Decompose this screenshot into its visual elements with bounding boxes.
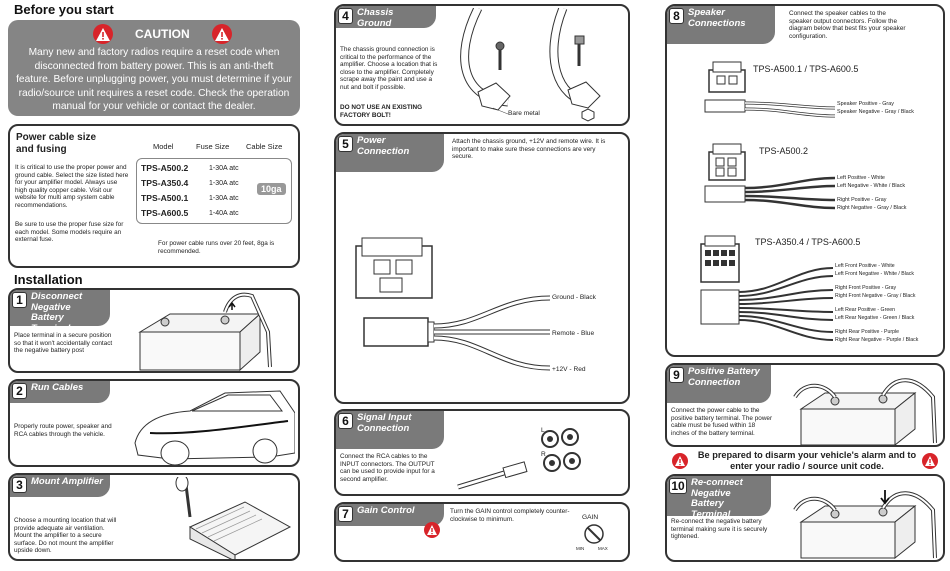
- long-run-note: For power cable runs over 20 feet, 8ga i…: [158, 240, 275, 255]
- rca-label-r: R: [541, 451, 546, 458]
- step-10-text: Re-connect the negative battery terminal…: [671, 518, 768, 541]
- speaker-connector-2: [704, 143, 836, 210]
- wire-label-remote: Remote - Blue: [552, 330, 595, 337]
- gain-min-label: MIN: [576, 546, 585, 551]
- battery-positive-illustration: [793, 378, 937, 445]
- cable-size-badge: 10ga: [257, 183, 286, 195]
- installation-heading: Installation: [14, 272, 83, 287]
- alarm-warning-text: Be prepared to disarm your vehicle's ala…: [697, 450, 917, 471]
- col-fuse-header: Fuse Size: [196, 142, 230, 151]
- car-illustration: [134, 390, 295, 465]
- speaker-wire-label: Left Front Negative - White / Black: [835, 271, 914, 277]
- speaker-wire-label: Right Negative - Gray / Black: [837, 205, 907, 211]
- col-cable-header: Cable Size: [246, 142, 283, 151]
- chassis-ground-illustration: [460, 8, 601, 122]
- speaker-wire-label: Left Rear Negative - Green / Black: [835, 315, 915, 321]
- wire-label-ground: Ground - Black: [552, 294, 596, 301]
- battery-illustration: [138, 292, 272, 371]
- warning-icon: [672, 453, 688, 469]
- alarm-warning: Be prepared to disarm your vehicle's ala…: [668, 450, 946, 472]
- rca-label-l: L: [541, 427, 545, 434]
- before-you-start-heading: Before you start: [14, 2, 114, 17]
- speaker-wire-label: Right Rear Positive - Purple: [835, 329, 900, 335]
- col-model-header: Model: [153, 142, 174, 151]
- speaker-wire-label: Right Rear Negative - Purple / Black: [835, 337, 919, 343]
- speaker-wire-label: Left Negative - White / Black: [837, 183, 906, 189]
- speaker-model-2: TPS-A500.2: [759, 146, 809, 156]
- fuse-note: Be sure to use the proper fuse size for …: [15, 221, 124, 244]
- power-cable-intro: It is critical to use the proper power a…: [15, 164, 129, 209]
- rca-illustration: [457, 428, 581, 490]
- gain-knob-icon: [584, 524, 604, 544]
- caution-text: Many new and factory radios require a re…: [16, 47, 292, 112]
- speaker-wire-label: Right Front Negative - Gray / Black: [835, 293, 916, 299]
- warning-icon: [922, 453, 938, 469]
- step-8-text: Connect the speaker cables to the speake…: [789, 10, 906, 40]
- speaker-model-1: TPS-A500.1 / TPS-A600.5: [753, 64, 859, 74]
- gain-max-label: MAX: [598, 546, 608, 551]
- warning-icon: [424, 522, 440, 538]
- step-9-text: Connect the power cable to the positive …: [671, 407, 773, 437]
- speaker-connector-1: [704, 61, 836, 118]
- caution-box: CAUTION Many new and factory radios requ…: [8, 20, 300, 116]
- speaker-wire-label: Left Positive - White: [837, 175, 885, 181]
- battery-reconnect-illustration: [793, 490, 937, 560]
- step-7-text: Turn the GAIN control completely counter…: [450, 508, 570, 523]
- speaker-wire-label: Left Front Positive - White: [835, 263, 895, 269]
- speaker-model-3: TPS-A350.4 / TPS-A600.5: [755, 237, 861, 247]
- step-2-text: Properly route power, speaker and RCA ca…: [14, 423, 112, 438]
- speaker-wire-label: Right Front Positive - Gray: [835, 285, 897, 291]
- step-4-warning: DO NOT USE AN EXISTING FACTORY BOLT!: [340, 104, 423, 119]
- power-cable-title: Power cable size and fusing: [16, 132, 97, 155]
- step-6-text: Connect the RCA cables to the INPUT conn…: [340, 453, 435, 483]
- speaker-wire-label: Left Rear Positive - Green: [835, 307, 895, 313]
- gain-label: GAIN: [582, 514, 599, 521]
- speaker-wire-label: Right Positive - Gray: [837, 197, 887, 203]
- power-cable-panel: Power cable size and fusing It is critic…: [8, 124, 300, 268]
- speaker-wire-label: Speaker Negative - Gray / Black: [837, 109, 914, 115]
- wire-label-12v: +12V - Red: [552, 366, 586, 373]
- speaker-wire-label: Speaker Positive - Gray: [837, 101, 894, 107]
- amplifier-illustration: [175, 477, 292, 559]
- step-4-text: The chassis ground connection is critica…: [340, 46, 438, 91]
- speaker-connector-3: [700, 235, 834, 341]
- caution-title: CAUTION: [135, 27, 190, 41]
- step-1-text: Place terminal in a secure position so t…: [14, 332, 113, 355]
- warning-icon: [211, 24, 232, 44]
- power-connector-illustration: [355, 237, 551, 371]
- bare-metal-callout: Bare metal: [508, 110, 540, 117]
- step-3-text: Choose a mounting location that will pro…: [14, 517, 117, 555]
- step-5-text: Attach the chassis ground, +12V and remo…: [452, 138, 606, 161]
- warning-icon: [93, 24, 113, 44]
